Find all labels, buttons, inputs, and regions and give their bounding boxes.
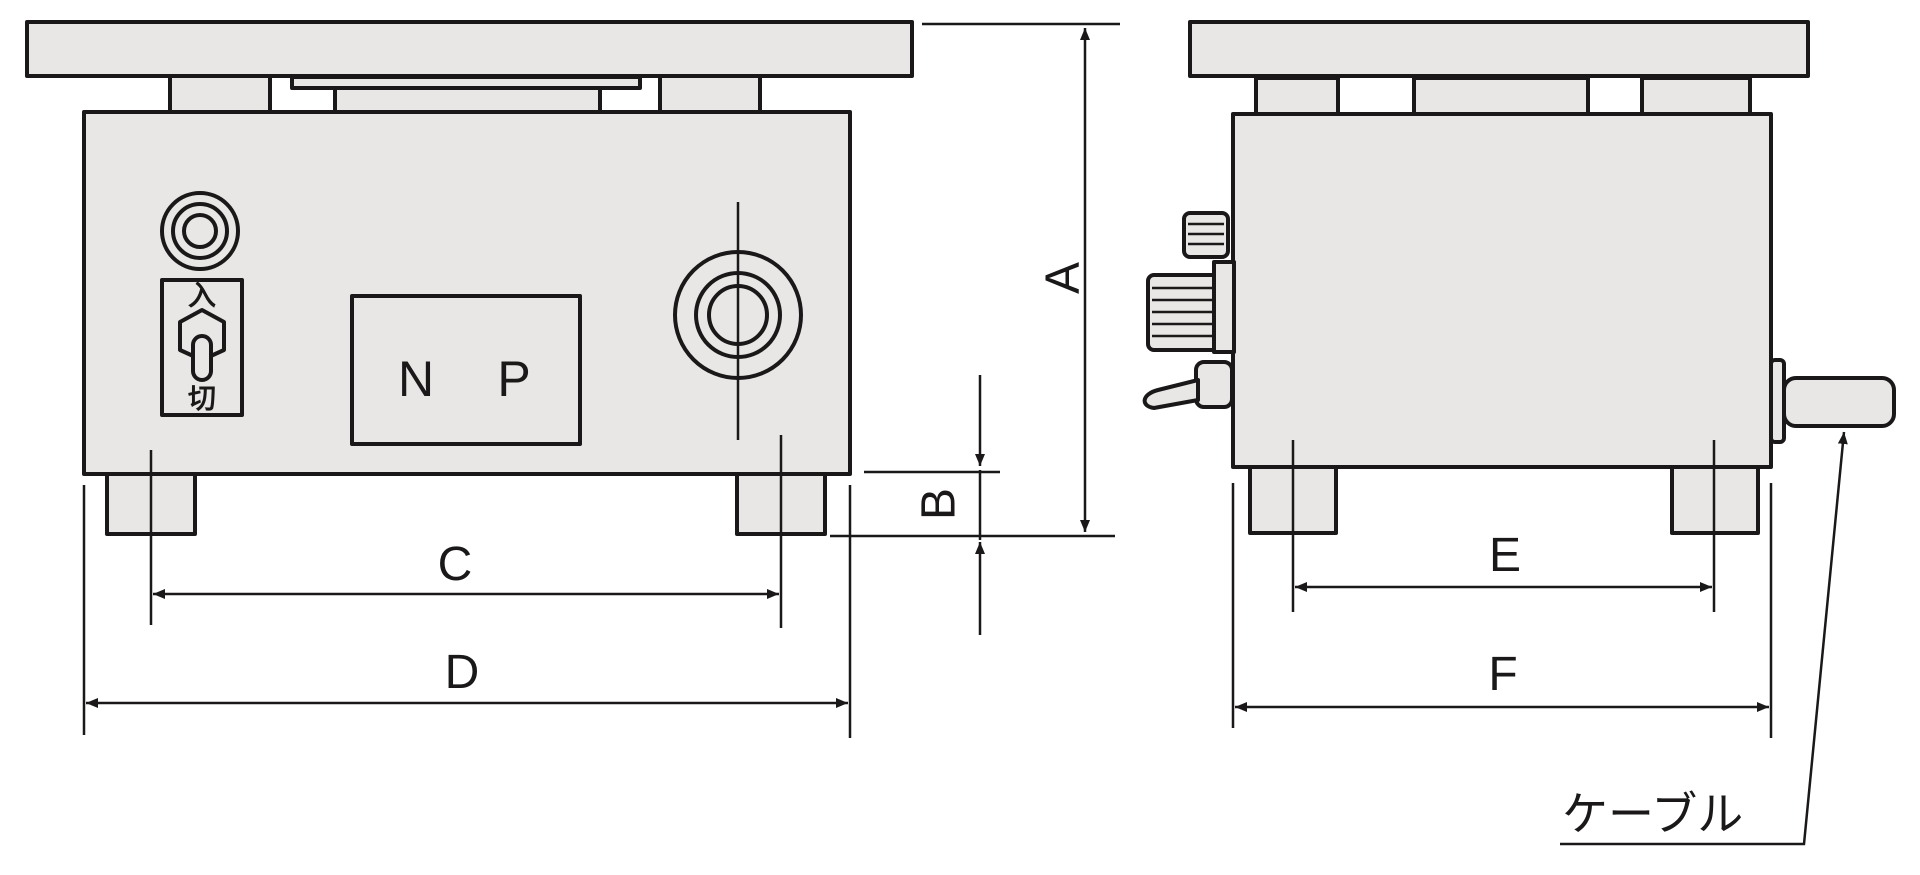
dim-label-a: A [1037, 262, 1090, 294]
labels: N P 入 切 A B C D E F ケーブル [188, 262, 1743, 841]
side-top-plate [1188, 20, 1810, 78]
side-spacer-1 [1254, 76, 1340, 116]
front-view [25, 20, 914, 536]
cable-stub [1769, 358, 1896, 444]
switch-label-on: 入 [188, 279, 216, 312]
side-spacer-3 [1640, 76, 1752, 116]
front-spacer-center [333, 86, 602, 114]
dimension-lines [82, 22, 1848, 846]
front-spacer-right [658, 74, 762, 114]
dim-label-f: F [1488, 648, 1517, 701]
switch-label-off: 切 [188, 382, 216, 415]
panel-label-n: N [398, 351, 434, 407]
front-spacer-left [168, 74, 272, 114]
toggle-switch-icon [160, 278, 244, 417]
callout-cable: ケーブル [1562, 787, 1743, 841]
indicator-lamp-icon [160, 191, 240, 271]
front-rail [290, 75, 642, 90]
knob-ridges [1152, 222, 1224, 338]
dim-label-e: E [1489, 529, 1521, 582]
side-spacer-2 [1412, 76, 1590, 116]
dim-label-b: B [913, 488, 966, 520]
knob-icon [1142, 211, 1236, 410]
dim-label-c: C [438, 538, 473, 591]
side-main-body [1231, 112, 1773, 469]
panel-label-p: P [497, 351, 530, 407]
front-top-plate [25, 20, 914, 78]
dim-label-d: D [445, 646, 480, 699]
side-view [1142, 20, 1896, 535]
np-panel [350, 294, 582, 446]
